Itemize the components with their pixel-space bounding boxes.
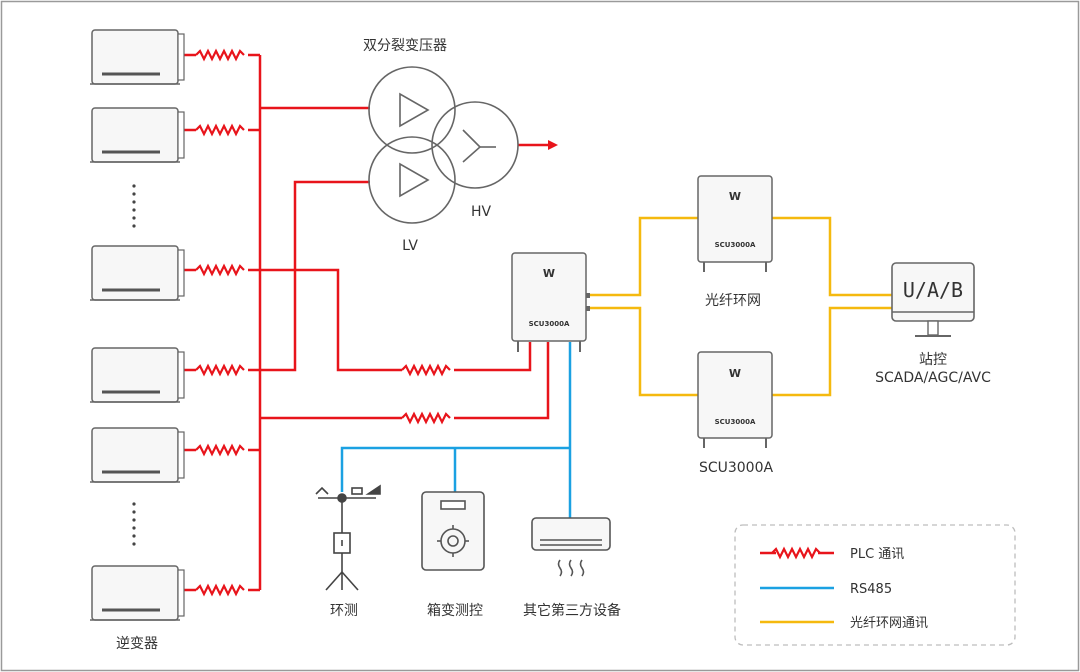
ac-unit-icon [531,517,611,577]
weather-station-icon [315,484,381,591]
output-arrow [548,140,558,150]
legend: PLC 通讯 RS485 光纤环网通讯 [734,524,1016,646]
scu-device-lower: W SCU3000A [697,351,773,448]
hv-label: HV [471,204,492,220]
third-party-label: 其它第三方设备 [523,602,621,619]
device-logo: W [729,190,741,203]
station-scada-label: SCADA/AGC/AVC [875,370,991,386]
lv-label: LV [402,238,418,254]
legend-item-fiber: 光纤环网通讯 [760,616,928,631]
inverter-unit [88,106,186,164]
scu-bottom-label: SCU3000A [699,460,774,476]
box-transformer-label: 箱变测控 [427,603,483,619]
device-model: SCU3000A [529,320,570,328]
device-logo: W [543,267,555,280]
inverter-unit [88,426,186,484]
device-model: SCU3000A [715,418,756,426]
fiber-ring-label: 光纤环网 [705,293,761,309]
inverter-label: 逆变器 [116,636,158,652]
rs485-wiring [340,342,572,518]
ellipsis-dots [132,184,136,546]
device-model: SCU3000A [715,241,756,249]
inverter-unit [88,244,186,302]
monitor-icon: U/A/B [891,262,975,337]
legend-item-rs485: RS485 [760,582,892,597]
monitor-screen-text: U/A/B [903,278,963,302]
inverter-unit [88,28,186,86]
scu-device-upper: W SCU3000A [697,175,773,272]
legend-label: RS485 [850,582,892,597]
legend-label: 光纤环网通讯 [850,616,928,631]
device-logo: W [729,367,741,380]
plc-coils [194,48,454,597]
legend-label: PLC 通讯 [850,547,904,562]
inverter-unit [88,564,186,622]
box-transformer-icon [421,491,485,571]
env-label: 环测 [330,603,358,619]
transformer-icon [368,66,519,224]
station-label: 站控 [919,352,947,368]
scu-device-central: W SCU3000A [511,252,590,352]
legend-item-plc: PLC 通讯 [760,546,904,562]
fiber-wiring [588,216,892,397]
inverter-unit [88,346,186,404]
transformer-label: 双分裂变压器 [363,38,447,54]
